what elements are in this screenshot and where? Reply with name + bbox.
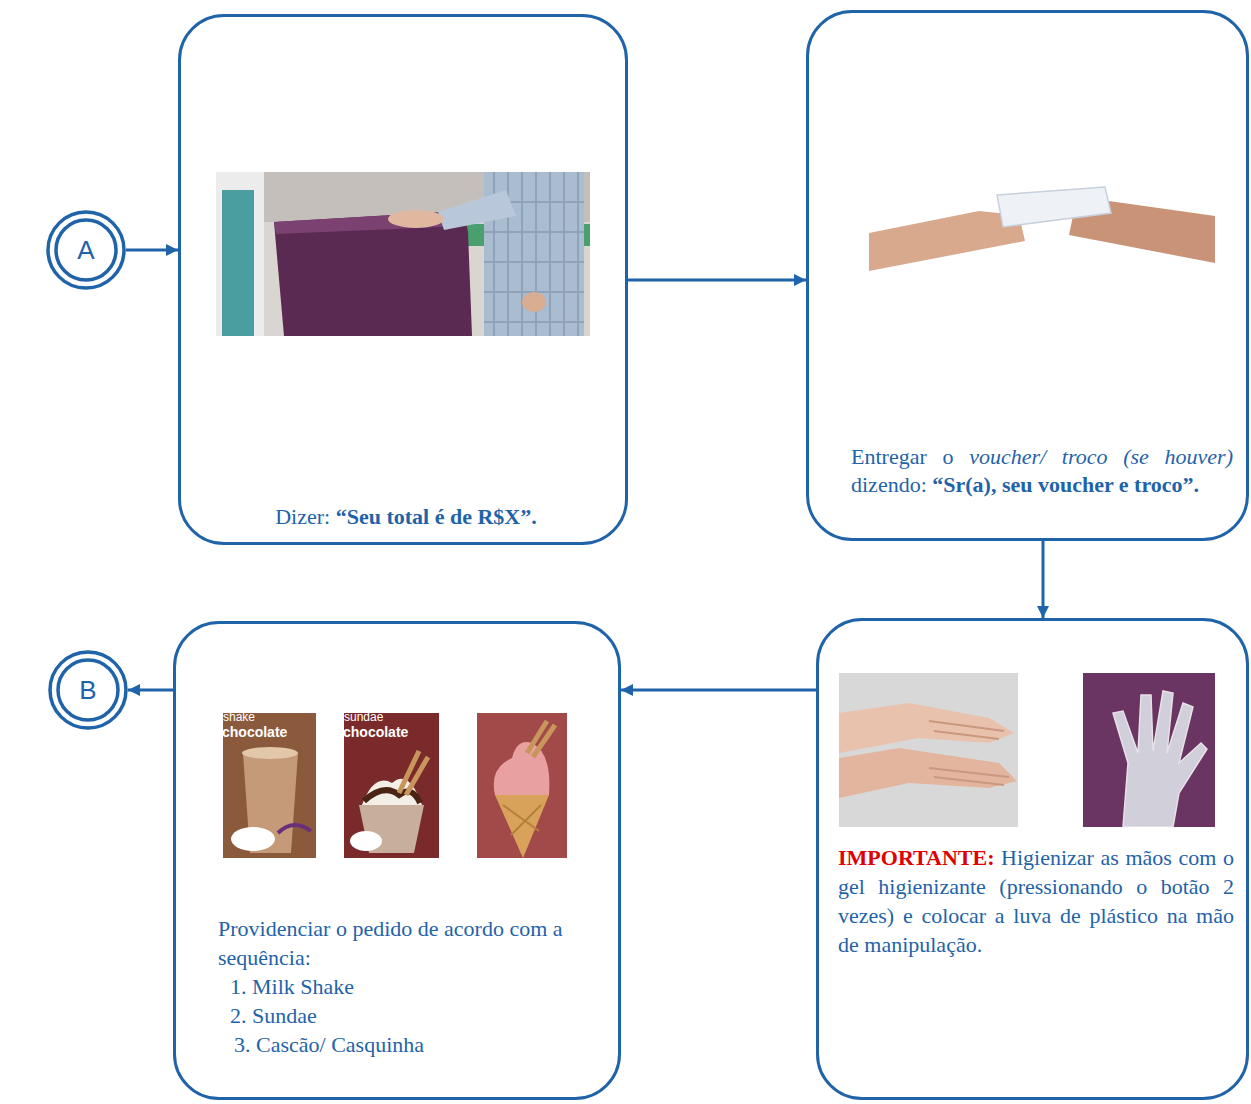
box-body-text: 1. Milk Shake xyxy=(218,972,590,1001)
hand-sanitizing-photo xyxy=(839,673,1018,827)
counter-photo xyxy=(216,172,590,336)
box-body-text: “Sr(a), seu voucher e troco”. xyxy=(932,472,1199,497)
flow-arrow xyxy=(621,689,816,692)
box-heading-text: Providenciar o pedido de acordo com a se… xyxy=(218,914,590,972)
connector-circle: A xyxy=(46,210,126,290)
process-box: Entregar o voucher/ troco (se houver) di… xyxy=(806,10,1249,541)
connector-letter: A xyxy=(46,210,126,290)
box-body-text: dizendo: xyxy=(851,472,927,497)
box-text: Entregar o voucher/ troco (se houver) di… xyxy=(851,443,1233,499)
box-body-text: voucher/ troco (se houver) xyxy=(969,444,1233,469)
photo-caption: chocolate xyxy=(222,725,287,739)
flow-arrow xyxy=(126,249,178,252)
box-heading-text: Entregar o xyxy=(851,444,953,469)
flow-arrow xyxy=(128,689,173,692)
box-body-text: 3. Cascão/ Casquinha xyxy=(218,1030,590,1059)
box-body-text: 2. Sundae xyxy=(218,1001,590,1030)
process-box: Providenciar o pedido de acordo com a se… xyxy=(173,621,621,1100)
process-box: Dizer: “Seu total é de R$X”. xyxy=(178,14,628,545)
connector-circle: B xyxy=(48,650,128,730)
flow-arrow xyxy=(1042,541,1045,618)
photo-caption: chocolate xyxy=(343,725,408,739)
photo-caption: sundae xyxy=(344,711,383,723)
box-text: Providenciar o pedido de acordo com a se… xyxy=(218,914,590,1059)
box-body-text: “Seu total é de R$X”. xyxy=(336,504,537,529)
box-text: IMPORTANTE: Higienizar as mãos com o gel… xyxy=(838,843,1234,959)
cone-photo xyxy=(477,713,567,858)
handoff-photo xyxy=(869,171,1215,271)
photo-caption: shake xyxy=(223,711,255,723)
flow-arrow xyxy=(628,279,806,282)
box-text: Dizer: “Seu total é de R$X”. xyxy=(201,503,611,531)
process-box: IMPORTANTE: Higienizar as mãos com o gel… xyxy=(816,618,1249,1100)
box-heading-text: Dizer: xyxy=(275,504,330,529)
box-heading-text: IMPORTANTE: xyxy=(838,845,994,870)
glove-photo xyxy=(1083,673,1215,827)
connector-letter: B xyxy=(48,650,128,730)
